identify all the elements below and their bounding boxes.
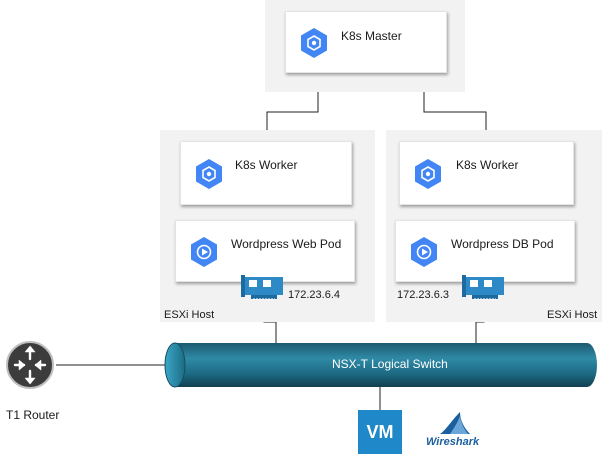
k8s-master-node[interactable]: K8s Master (285, 11, 447, 73)
pod-hexagon-icon (411, 237, 437, 267)
router-icon[interactable] (5, 340, 55, 390)
master-label: K8s Master (341, 29, 402, 43)
wordpress-db-pod[interactable]: Wordpress DB Pod (395, 220, 575, 282)
pod-1-ip: 172.23.6.4 (288, 289, 340, 301)
pod-hexagon-icon (191, 237, 217, 267)
worker-1-label: K8s Worker (235, 158, 298, 172)
pod-2-label: Wordpress DB Pod (451, 237, 554, 251)
nsx-t-logical-switch-shape[interactable] (163, 340, 599, 390)
pod-2-ip: 172.23.6.3 (397, 289, 449, 301)
network-card-icon (241, 275, 283, 300)
vm-label: VM (366, 421, 394, 442)
vm-icon[interactable]: VM (358, 410, 402, 454)
wordpress-web-pod[interactable]: Wordpress Web Pod (175, 220, 355, 282)
host-2-label: ESXi Host (547, 309, 598, 321)
host-1-label: ESXi Host (164, 309, 215, 321)
kubernetes-hexagon-icon (415, 159, 441, 189)
worker-2-label: K8s Worker (456, 158, 519, 172)
k8s-worker-2-node[interactable]: K8s Worker (399, 141, 574, 205)
router-label: T1 Router (6, 408, 60, 422)
k8s-worker-1-node[interactable]: K8s Worker (180, 141, 352, 205)
switch-label: NSX-T Logical Switch (332, 357, 448, 371)
network-card-icon (462, 275, 504, 300)
kubernetes-hexagon-icon (301, 28, 327, 58)
wireshark-label: Wireshark (426, 436, 480, 448)
kubernetes-hexagon-icon (196, 159, 222, 189)
wireshark-fin-icon (440, 412, 470, 434)
master-to-host1-link (266, 92, 319, 130)
master-to-host2-link (423, 92, 487, 130)
pod-1-label: Wordpress Web Pod (231, 237, 342, 251)
